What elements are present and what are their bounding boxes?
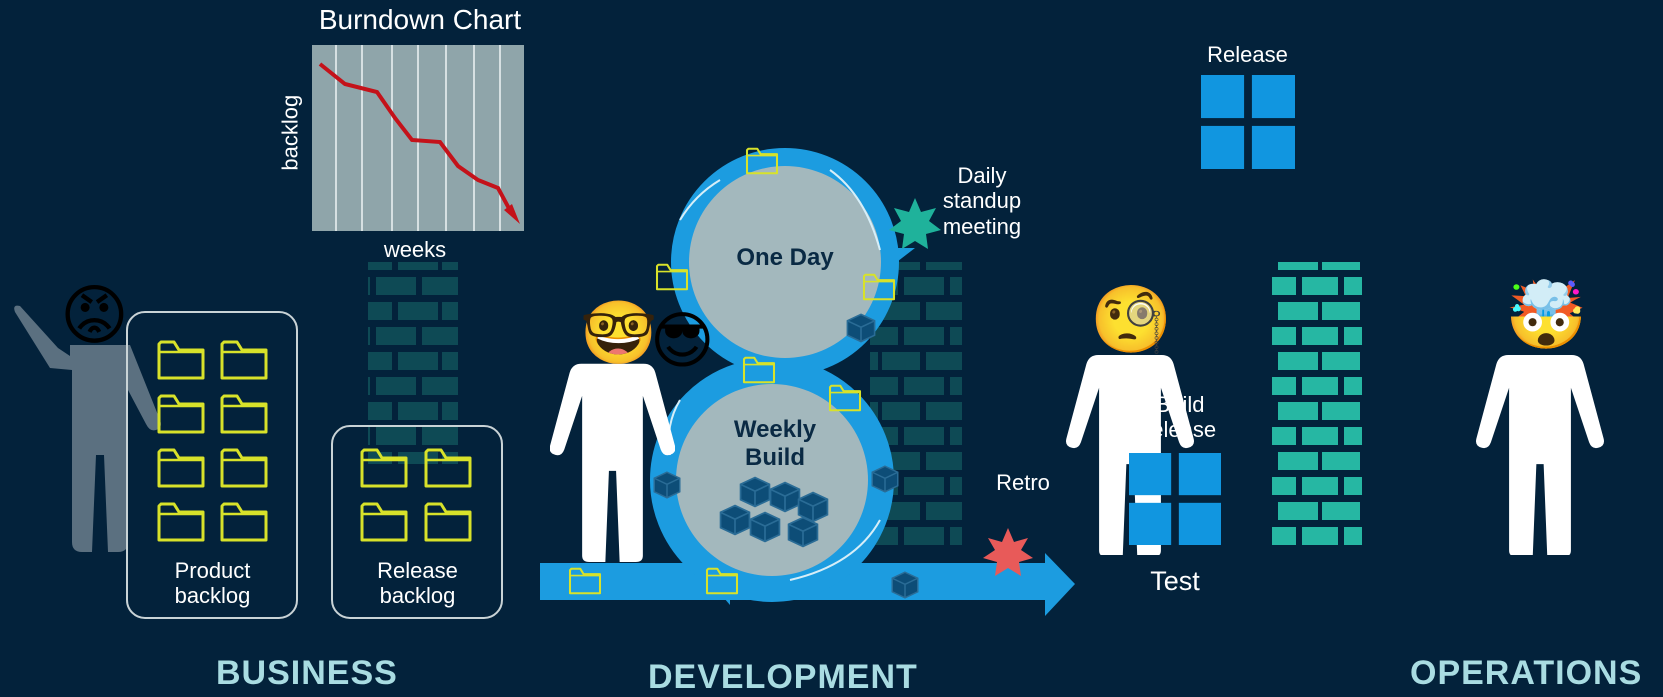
one-day-label: One Day bbox=[736, 244, 834, 271]
folder-icon bbox=[157, 502, 205, 542]
sunglasses-face-icon: 😎 bbox=[650, 304, 715, 377]
folder-icon bbox=[220, 340, 268, 380]
section-business: BUSINESS bbox=[216, 654, 398, 692]
section-operations: OPERATIONS bbox=[1410, 654, 1643, 692]
flow-hint-arrow bbox=[679, 179, 721, 221]
build-release-label: Build release bbox=[1143, 392, 1217, 443]
folder-icon bbox=[157, 394, 205, 434]
daily-standup-label: Daily standup meeting bbox=[942, 163, 1022, 239]
retro-label: Retro bbox=[996, 470, 1050, 495]
burndown-ylabel: backlog bbox=[277, 94, 303, 171]
cube-icon bbox=[891, 571, 919, 599]
cube-icon bbox=[719, 504, 751, 536]
product-backlog-box bbox=[126, 311, 298, 619]
release-label: Release bbox=[1207, 42, 1288, 67]
cube-icon bbox=[749, 511, 781, 543]
folder-icon bbox=[157, 448, 205, 488]
standup-star-icon bbox=[889, 198, 941, 249]
cube-icon bbox=[787, 516, 819, 548]
flow-hint-arrow bbox=[789, 519, 881, 581]
angry-face-icon: 😡 bbox=[60, 277, 129, 354]
cube-icon bbox=[653, 471, 681, 499]
weekly-build-circle bbox=[676, 384, 868, 576]
cube-icon bbox=[769, 481, 801, 513]
folder-icon bbox=[220, 502, 268, 542]
folder-icon bbox=[220, 394, 268, 434]
brick-wall-operations bbox=[1272, 262, 1362, 552]
burndown-line bbox=[318, 62, 514, 215]
folder-icon bbox=[220, 448, 268, 488]
section-development: DEVELOPMENT bbox=[648, 658, 918, 696]
folder-icon bbox=[157, 340, 205, 380]
folder-icon bbox=[424, 502, 472, 542]
business-person bbox=[14, 305, 161, 552]
retro-star-icon bbox=[983, 528, 1033, 576]
release-backlog-box bbox=[331, 425, 503, 619]
folder-icon bbox=[360, 502, 408, 542]
burndown-xlabel: weeks bbox=[383, 237, 447, 262]
burndown-arrow-icon bbox=[504, 204, 520, 224]
exploding-head-icon: 🤯 bbox=[1505, 277, 1588, 354]
release-backlog-label: Release backlog bbox=[377, 558, 458, 609]
burndown-title: Burndown Chart bbox=[318, 4, 522, 35]
one-day-circle bbox=[689, 166, 881, 358]
monocle-face-icon: 🧐 bbox=[1090, 281, 1173, 358]
weekly-build-label: Weekly Build bbox=[733, 416, 817, 471]
cube-icon bbox=[871, 465, 899, 493]
product-backlog-folders bbox=[157, 340, 268, 542]
product-backlog-label: Product backlog bbox=[174, 558, 251, 609]
nerd-face-icon: 🤓 bbox=[580, 296, 658, 369]
burndown-chart bbox=[312, 45, 524, 231]
development-flow bbox=[540, 147, 1075, 616]
cube-icon bbox=[739, 476, 771, 508]
operations-person bbox=[1476, 355, 1604, 555]
flow-hint-arrow bbox=[829, 169, 881, 251]
windows-logo-icon bbox=[1201, 75, 1295, 169]
cube-icon bbox=[846, 313, 876, 343]
burndown-gridlines bbox=[335, 45, 501, 231]
test-label: Test bbox=[1150, 566, 1200, 596]
brick-wall-business bbox=[368, 262, 458, 464]
